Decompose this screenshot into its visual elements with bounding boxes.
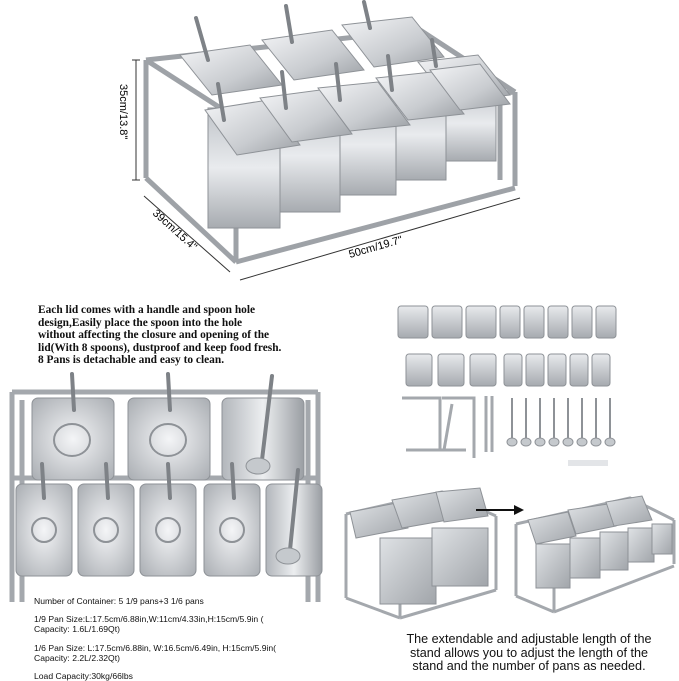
dimension-height: 35cm/13.8" bbox=[117, 84, 129, 139]
spoon-handles bbox=[194, 0, 438, 122]
description-line: lid(With 8 spoons), dustproof and keep f… bbox=[38, 341, 282, 354]
description-line: design,Easily place the spoon into the h… bbox=[38, 316, 243, 329]
lid-description: Each lid comes with a handle and spoon h… bbox=[38, 304, 328, 367]
spec-pan-1-9-capacity: Capacity: 1.6L/1.69Qt) bbox=[34, 624, 120, 635]
description-line: 8 Pans is detachable and easy to clean. bbox=[38, 354, 225, 367]
spec-container-count: Number of Container: 5 1/9 pans+3 1/6 pa… bbox=[34, 596, 204, 606]
spec-pan-1-6-capacity: Capacity: 2.2L/2.32Qt) bbox=[34, 652, 120, 663]
extendable-caption: The extendable and adjustable length of … bbox=[396, 632, 662, 674]
extendable-comparison-image bbox=[340, 480, 679, 630]
spec-load-capacity: Load Capacity:30kg/66lbs bbox=[34, 671, 133, 681]
caption-line: stand allows you to adjust the length of… bbox=[409, 645, 649, 660]
caption-line: The extendable and adjustable length of … bbox=[406, 632, 652, 646]
spec-pan-1-9: 1/9 Pan Size:L:17.5cm/6.88in,W:11cm/4.33… bbox=[34, 614, 264, 625]
description-line: Each lid comes with a handle and spoon h… bbox=[38, 304, 256, 316]
dimension-depth: 39cm/15.4" bbox=[150, 207, 199, 253]
specifications: Number of Container: 5 1/9 pans+3 1/6 pa… bbox=[34, 596, 276, 681]
caption-line: stand and the number of pans as needed. bbox=[412, 659, 646, 674]
spec-pan-1-6: 1/6 Pan Size: L:17.5cm/6.88in, W:16.5cm/… bbox=[34, 642, 277, 653]
description-line: without affecting the closure and openin… bbox=[38, 329, 270, 342]
product-main-image: 35cm/13.8" 39cm/15.4" 50cm/19.7" bbox=[0, 0, 679, 290]
parts-layout-image bbox=[392, 300, 632, 472]
dimension-width: 50cm/19.7" bbox=[348, 234, 405, 261]
dimension-lines bbox=[132, 59, 521, 281]
pan-set-front-image bbox=[0, 370, 340, 605]
